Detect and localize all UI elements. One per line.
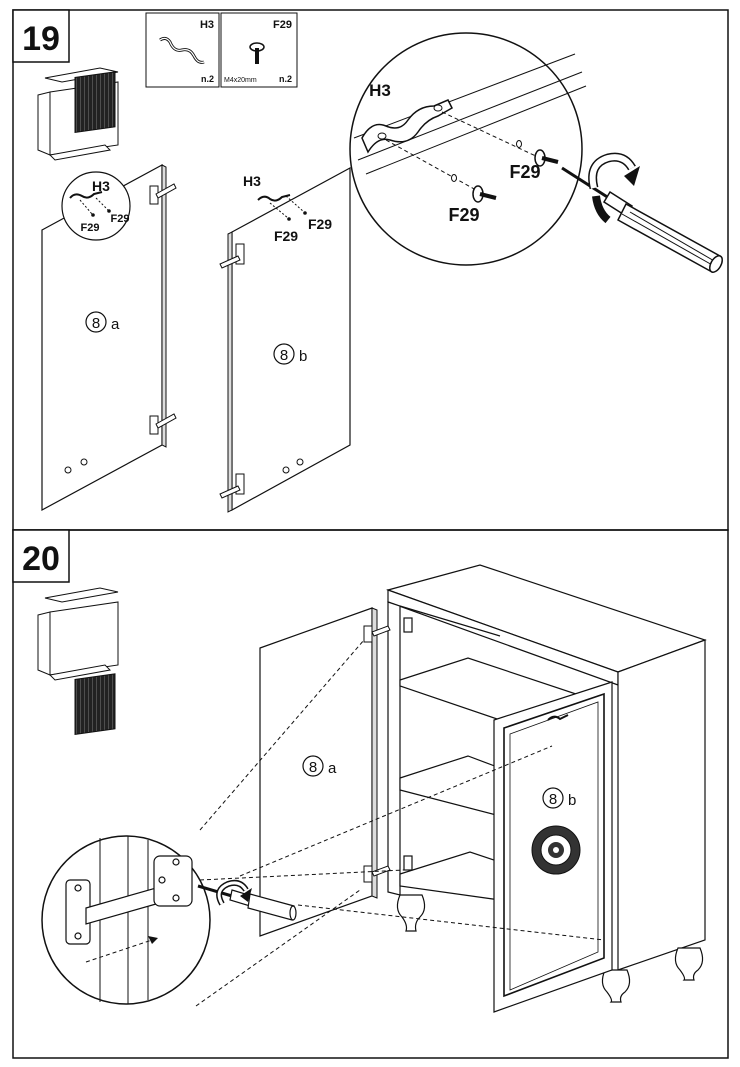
- part-box-f29: F29 M4x20mm n.2: [220, 12, 298, 88]
- rotate-arrow-icon: [588, 152, 640, 224]
- hinge-icon: [65, 855, 193, 945]
- part-qty: n.2: [279, 74, 292, 84]
- handle-label: H3: [243, 173, 261, 189]
- door-number: 8: [280, 347, 288, 364]
- door-letter: a: [111, 316, 120, 333]
- medallion-icon: [531, 825, 581, 875]
- handle-icon: [361, 99, 453, 154]
- door-letter: b: [299, 348, 307, 365]
- hinge-icon: [363, 625, 391, 643]
- hinge-icon: [219, 243, 245, 269]
- door-number: 8: [549, 791, 557, 808]
- hinge-icon: [149, 413, 177, 435]
- screw-label: F29: [274, 228, 298, 244]
- screw-label: F29: [81, 222, 100, 234]
- part-code: F29: [273, 19, 292, 31]
- door-letter: a: [328, 760, 337, 777]
- part-spec: M4x20mm: [224, 77, 257, 84]
- handle-icon: [257, 194, 291, 202]
- hinge-icon: [363, 865, 391, 883]
- screwdriver-icon: [561, 166, 723, 274]
- detail-magnifier: H3 F29 F29: [349, 32, 587, 266]
- door-number: 8: [92, 315, 100, 332]
- step-19-panel: 19 H3 n.2 F29 M4x20mm n.2: [12, 9, 729, 531]
- hinge-icon: [149, 183, 177, 205]
- handle-label: H3: [92, 178, 110, 194]
- step-number: 20: [22, 540, 60, 578]
- hinge-detail-magnifier: [41, 835, 211, 1005]
- cabinet-thumbnail: [37, 67, 119, 161]
- part-qty: n.2: [201, 74, 214, 84]
- screw-label: F29: [308, 216, 332, 232]
- screw-label: F29: [111, 213, 130, 225]
- screw-icon: [249, 42, 265, 64]
- hinge-icon: [219, 473, 245, 499]
- door-letter: b: [568, 792, 576, 809]
- screwdriver-icon: [197, 884, 297, 921]
- handle-icon: [547, 714, 569, 721]
- door-8a-detached: 8 a: [259, 607, 391, 937]
- guide-lines: [195, 639, 605, 1007]
- step-number: 19: [22, 20, 60, 58]
- part-box-h3: H3 n.2: [145, 12, 220, 88]
- screw-icon: [534, 149, 559, 167]
- door-number: 8: [309, 759, 317, 776]
- step-20-panel: 20: [12, 529, 729, 1059]
- door-8a: 8 a H3 F29 F29: [41, 163, 177, 512]
- detail-circle: [61, 171, 131, 241]
- screw-label: F29: [509, 162, 540, 182]
- cabinet-thumbnail: [37, 587, 119, 736]
- handle-label: H3: [369, 81, 391, 100]
- step-19-number-box: 19: [12, 9, 70, 63]
- door-8b: 8 b H3 F29 F29: [219, 166, 351, 513]
- step-20-number-box: 20: [12, 529, 70, 583]
- screw-icon: [472, 185, 497, 203]
- screw-label: F29: [448, 205, 479, 225]
- rotate-arrow-icon: [216, 879, 252, 906]
- door-8b-mounted: 8 b: [493, 681, 613, 1013]
- part-code: H3: [200, 19, 214, 31]
